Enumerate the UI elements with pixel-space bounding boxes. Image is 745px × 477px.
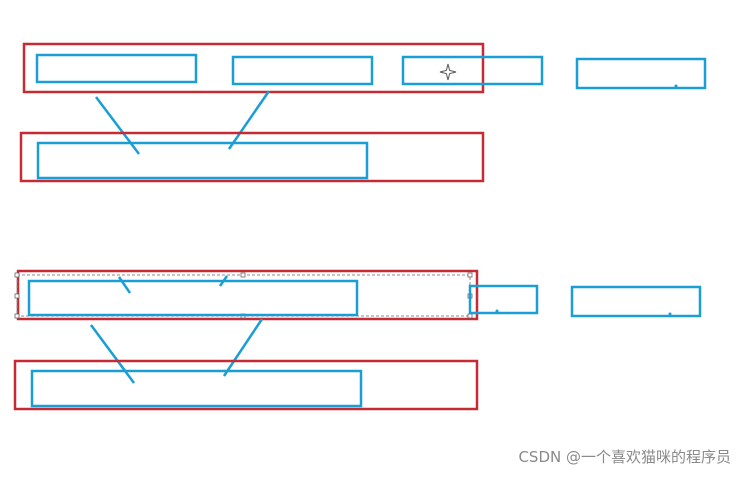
- top-container-row-1: [22, 42, 485, 94]
- bottom-overflow-dot: [495, 309, 499, 313]
- bottom-tick-right: [218, 275, 229, 287]
- bottom-overflow-box: [468, 284, 539, 315]
- selection-handle[interactable]: [14, 293, 20, 299]
- top-outside-box: [575, 57, 707, 90]
- selection-handle[interactable]: [240, 272, 246, 278]
- move-cursor-icon: [439, 63, 457, 81]
- top-connector-left: [95, 96, 140, 155]
- bottom-container-row-2: [13, 359, 479, 411]
- bottom-connector-right: [222, 318, 264, 377]
- top-outside-dot: [674, 84, 678, 88]
- top-row-1-box-2: [231, 55, 374, 86]
- top-overflow-box: [401, 55, 544, 86]
- top-group: [19, 42, 707, 183]
- bottom-group: [13, 269, 702, 411]
- top-row-1-box-1: [35, 53, 198, 84]
- selection-handle[interactable]: [467, 313, 473, 319]
- top-connector-right: [227, 90, 271, 150]
- top-container-row-2: [19, 131, 485, 183]
- bottom-tick-left: [117, 276, 132, 294]
- bottom-outside-box: [570, 285, 702, 318]
- top-row-2-box: [36, 141, 369, 180]
- selection-handle[interactable]: [467, 272, 473, 278]
- selection-handle[interactable]: [14, 272, 20, 278]
- bottom-connector-left: [89, 324, 136, 384]
- bottom-row-2-box: [30, 369, 363, 408]
- selection-handle[interactable]: [14, 313, 20, 319]
- bottom-container-row-1: [16, 269, 479, 321]
- bottom-outside-dot: [668, 312, 672, 316]
- bottom-row-1-box: [27, 279, 359, 317]
